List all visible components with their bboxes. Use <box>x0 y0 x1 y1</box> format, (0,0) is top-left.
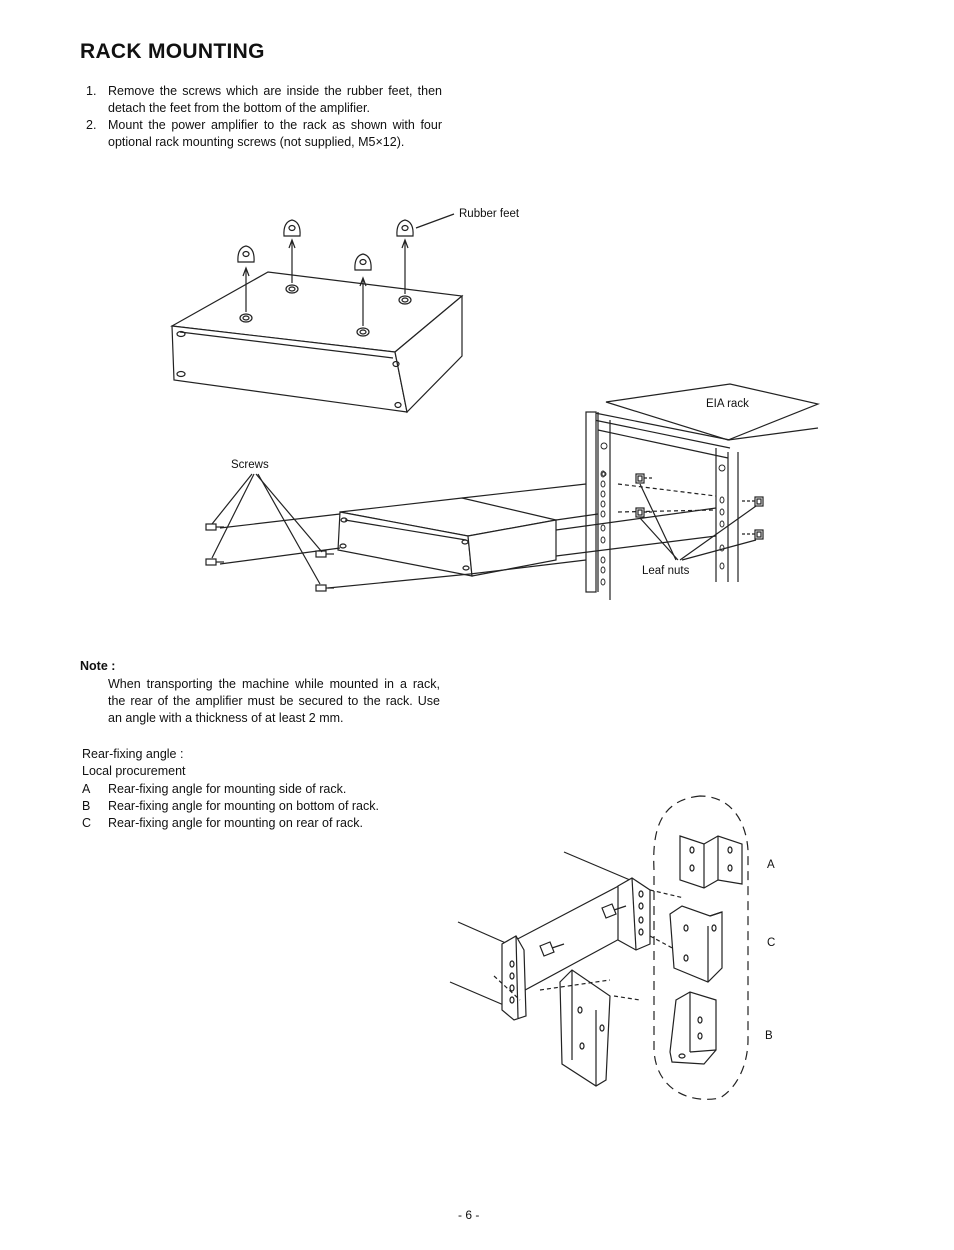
rear-fixing-list: Rear-fixing angle : Local procurement A … <box>82 746 379 832</box>
bolt-icon <box>601 903 627 919</box>
page-number: - 6 - <box>458 1208 480 1222</box>
screw-icon <box>315 584 334 592</box>
bolt-icon <box>539 941 565 957</box>
item-key: C <box>82 816 92 831</box>
rubber-foot-icon <box>237 245 255 263</box>
angle-a-label: A <box>767 859 775 871</box>
leaf-nuts-label: Leaf nuts <box>642 565 690 577</box>
item-text: Rear-fixing angle for mounting side of r… <box>108 781 347 796</box>
step-number: 2. <box>86 118 97 132</box>
rubber-foot-icon <box>396 219 414 237</box>
screw-icon <box>205 558 224 566</box>
rear-fixing-item: B Rear-fixing angle for mounting on bott… <box>82 798 379 815</box>
instruction-steps: 1. Remove the screws which are inside th… <box>86 83 442 151</box>
rear-fixing-item: C Rear-fixing angle for mounting on rear… <box>82 815 379 832</box>
rear-fixing-heading: Rear-fixing angle : <box>82 747 184 761</box>
rubber-foot-icon <box>354 253 372 271</box>
screws-label: Screws <box>231 459 269 471</box>
item-key: A <box>82 781 91 796</box>
step-text: Mount the power amplifier to the rack as… <box>108 118 442 149</box>
angle-b-label: B <box>765 1030 773 1042</box>
item-text: Rear-fixing angle for mounting on bottom… <box>108 798 379 813</box>
step-item: 1. Remove the screws which are inside th… <box>86 83 442 117</box>
item-text: Rear-fixing angle for mounting on rear o… <box>108 816 363 831</box>
angle-c-label: C <box>767 937 776 949</box>
step-item: 2. Mount the power amplifier to the rack… <box>86 117 442 151</box>
rear-fixing-item: A Rear-fixing angle for mounting side of… <box>82 781 379 798</box>
rubber-foot-icon <box>283 219 301 237</box>
step-number: 1. <box>86 84 97 98</box>
page-title: RACK MOUNTING <box>80 40 265 63</box>
rear-fixing-source: Local procurement <box>82 764 186 779</box>
step-text: Remove the screws which are inside the r… <box>108 84 442 115</box>
note-heading: Note : <box>80 659 116 673</box>
screw-icon <box>205 523 224 531</box>
eia-rack-label: EIA rack <box>706 398 749 410</box>
rubber-feet-label: Rubber feet <box>459 208 520 220</box>
note-body: When transporting the machine while moun… <box>108 677 440 725</box>
item-key: B <box>82 798 91 813</box>
